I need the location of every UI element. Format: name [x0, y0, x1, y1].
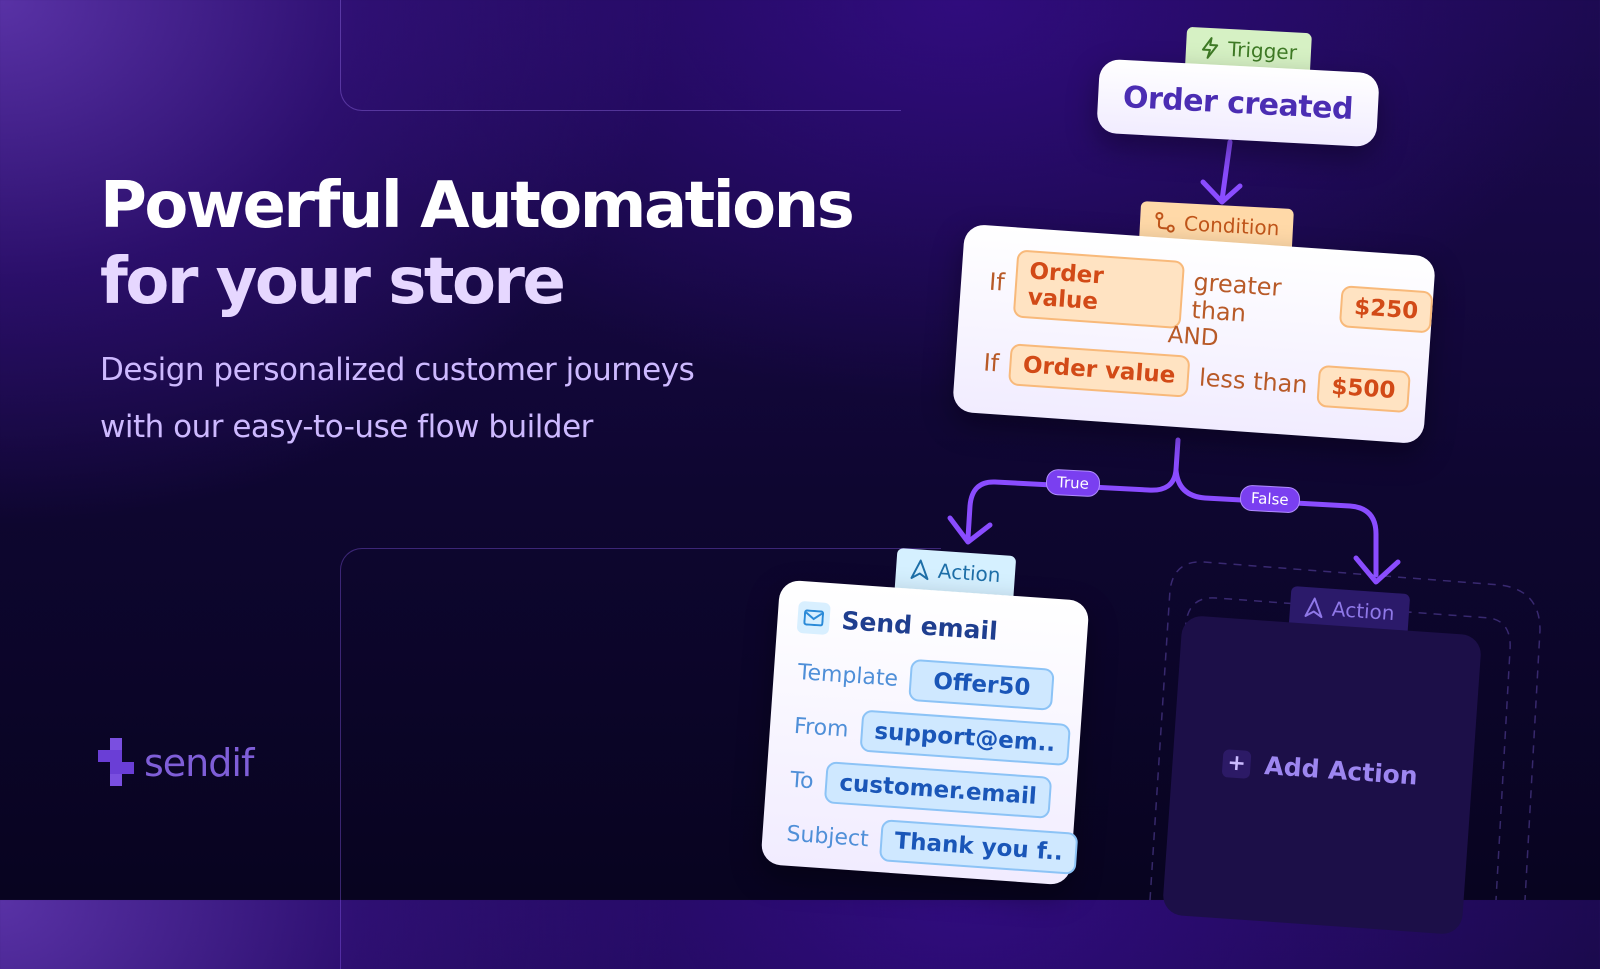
brand-logo: sendif [98, 738, 254, 788]
headline-line-2: for your store [100, 245, 566, 319]
sendif-logo-icon [98, 738, 134, 786]
condition-row-2-prefix: If [982, 348, 1000, 378]
condition-row-2-operator[interactable]: less than [1198, 363, 1309, 400]
condition-row-1-prefix: If [988, 267, 1006, 297]
hero-headline: Powerful Automations for your store [100, 168, 855, 320]
trigger-to-condition-connector [1219, 139, 1233, 203]
trigger-to-condition-arrowhead [1200, 179, 1243, 205]
hero-subtitle: Design personalized customer journeys wi… [100, 342, 820, 456]
action-title: Send email [840, 605, 999, 646]
headline-line-1: Powerful Automations [100, 169, 855, 243]
plus-icon: + [1221, 748, 1252, 779]
lightning-icon [1201, 37, 1219, 59]
navigation-arrow-icon [1304, 597, 1323, 619]
action-tag-label: Action [937, 558, 1002, 588]
template-value[interactable]: Offer50 [908, 658, 1056, 711]
from-field: From support@em.. [793, 705, 1071, 767]
condition-tag: Condition [1139, 201, 1295, 249]
condition-tag-label: Condition [1183, 211, 1280, 241]
branch-icon [1155, 211, 1175, 233]
to-label: To [789, 767, 815, 794]
condition-row-2: If Order value less than $500 [982, 341, 1411, 414]
condition-row-2-value[interactable]: $500 [1316, 364, 1411, 414]
send-email-action-card[interactable]: Send email Template Offer50 From support… [760, 579, 1090, 886]
subtitle-line-1: Design personalized customer journeys [100, 352, 695, 388]
condition-card[interactable]: If Order value greater than $250 AND If … [952, 223, 1436, 445]
placeholder-action-tag-label: Action [1331, 596, 1396, 626]
trigger-card[interactable]: Order created [1096, 58, 1380, 148]
true-branch-label: True [1045, 468, 1101, 498]
true-branch-arrowhead [947, 515, 993, 545]
subtitle-line-2: with our easy-to-use flow builder [100, 409, 593, 445]
condition-row-1-value[interactable]: $250 [1338, 285, 1434, 334]
condition-row-2-field[interactable]: Order value [1007, 343, 1191, 398]
subject-label: Subject [785, 821, 870, 852]
action-tag: Action [894, 547, 1016, 597]
mail-icon [796, 600, 831, 636]
decorative-frame-top [340, 0, 901, 111]
action-title-row: Send email [796, 600, 999, 647]
add-action-button[interactable]: + Add Action [1221, 748, 1419, 791]
to-field: To customer.email [789, 759, 1053, 819]
trigger-tag-label: Trigger [1227, 36, 1298, 65]
brand-name: sendif [144, 741, 254, 785]
subject-value[interactable]: Thank you f.. [879, 819, 1079, 875]
placeholder-action-tag: Action [1288, 585, 1410, 635]
template-field: Template Offer50 [796, 651, 1056, 711]
trigger-title: Order created [1122, 79, 1354, 127]
from-label: From [793, 713, 850, 743]
add-action-label: Add Action [1263, 751, 1419, 791]
trigger-tag: Trigger [1185, 26, 1312, 74]
navigation-arrow-icon [910, 559, 929, 581]
false-branch-arrowhead [1353, 555, 1401, 585]
subject-field: Subject Thank you f.. [785, 813, 1079, 875]
false-branch-label: False [1239, 484, 1301, 514]
condition-row-1-operator[interactable]: greater than [1190, 267, 1283, 328]
condition-row-1-field[interactable]: Order value [1012, 249, 1185, 330]
template-label: Template [797, 659, 899, 692]
placeholder-action-card: + Add Action [1161, 614, 1483, 936]
condition-joiner: AND [1166, 322, 1220, 352]
to-value[interactable]: customer.email [823, 761, 1053, 819]
from-value[interactable]: support@em.. [859, 709, 1071, 767]
